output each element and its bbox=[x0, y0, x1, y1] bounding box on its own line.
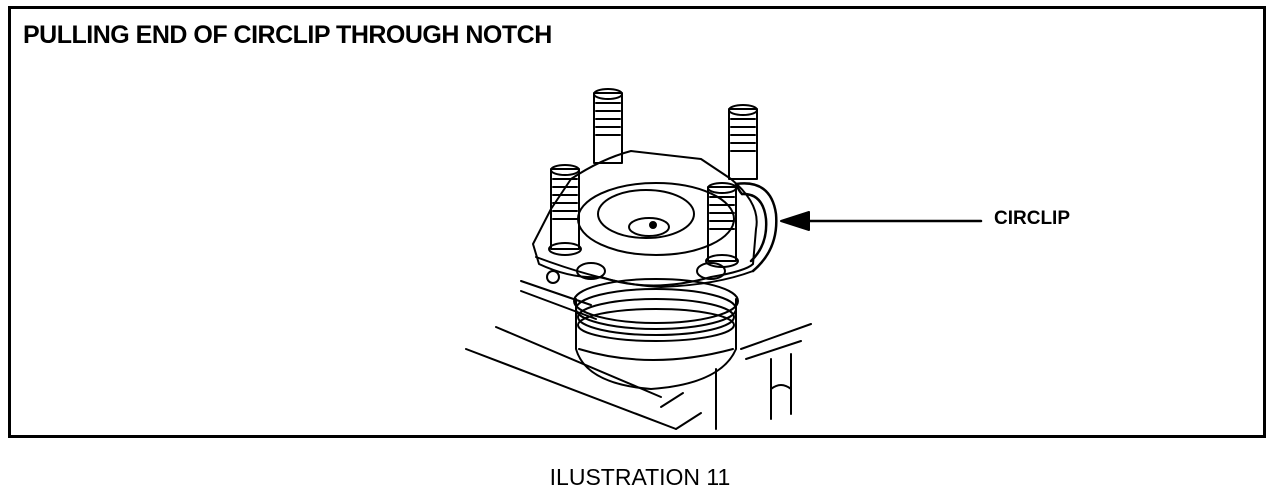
stud-back-left bbox=[593, 88, 623, 164]
hub-body bbox=[573, 278, 739, 390]
figure-caption: ILUSTRATION 11 bbox=[549, 464, 731, 490]
wheel-studs bbox=[548, 88, 758, 268]
circlip-callout-arrow bbox=[780, 211, 983, 231]
figure-frame: PULLING END OF CIRCLIP THROUGH NOTCH bbox=[8, 6, 1266, 438]
base-plate-lines bbox=[465, 280, 812, 430]
hub-assembly-drawing bbox=[465, 88, 983, 430]
bearing-seat bbox=[577, 182, 735, 256]
circlip bbox=[734, 182, 778, 273]
stud-front-right bbox=[705, 182, 739, 268]
circlip-label: CIRCLIP bbox=[994, 208, 1070, 229]
stud-back-right bbox=[728, 104, 758, 180]
hub-flange bbox=[532, 150, 758, 288]
stud-front-left bbox=[548, 164, 582, 256]
figure-title: PULLING END OF CIRCLIP THROUGH NOTCH bbox=[23, 21, 552, 49]
